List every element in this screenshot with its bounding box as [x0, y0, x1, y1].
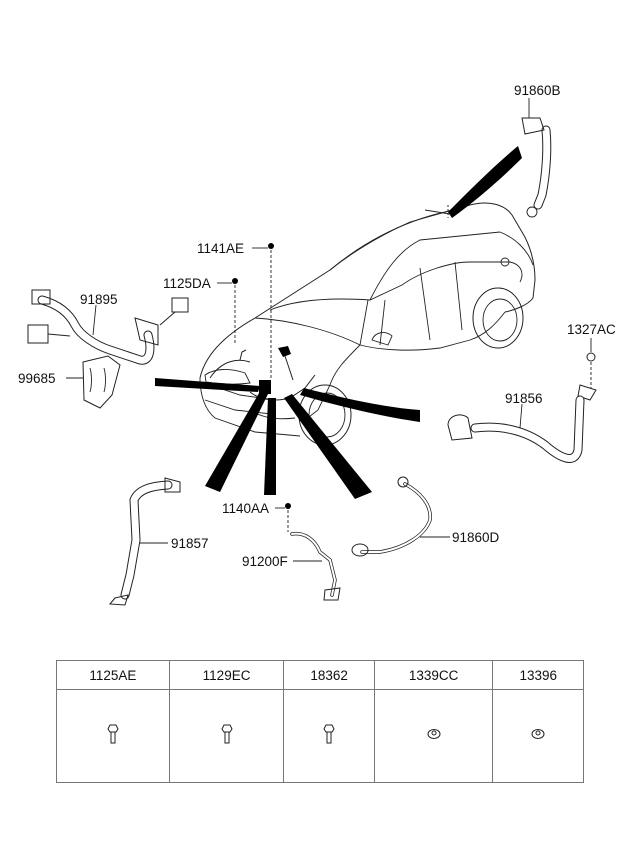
fastener-header: 1339CC [373, 660, 494, 690]
bolts-top [217, 243, 274, 380]
fastener-cell [492, 689, 584, 783]
fastener-cell [168, 689, 285, 783]
cable-91860B [447, 98, 552, 218]
bolt-icon [221, 724, 233, 743]
fastener-header: 13396 [492, 660, 584, 690]
callout-1125DA: 1125DA [163, 276, 211, 291]
callout-91856: 91856 [505, 391, 543, 406]
bolt-icon [323, 724, 335, 743]
cable-91200F [275, 503, 341, 601]
callout-91200F: 91200F [242, 554, 288, 569]
callout-91860B: 91860B [514, 83, 561, 98]
callout-1327AC: 1327AC [567, 322, 616, 337]
pointer-bands [155, 146, 522, 499]
fastener-cell [56, 689, 170, 783]
fastener-image-row [56, 689, 584, 783]
fastener-header-row: 1125AE 1129EC 18362 1339CC 13396 [56, 660, 584, 690]
nut-icon [531, 729, 545, 739]
callout-99685: 99685 [18, 371, 56, 386]
callout-1141AE: 1141AE [197, 241, 245, 256]
nut-icon [427, 729, 441, 739]
fastener-header: 1129EC [168, 660, 285, 690]
callout-91860D: 91860D [452, 530, 500, 545]
harness-91895 [27, 289, 189, 365]
bolt-icon [107, 724, 119, 743]
cable-91860D [351, 476, 450, 557]
car-illustration [27, 98, 597, 606]
callout-91857: 91857 [171, 536, 209, 551]
fastener-cell [373, 689, 494, 783]
fastener-table: 1125AE 1129EC 18362 1339CC 13396 [56, 660, 584, 783]
fastener-cell [283, 689, 375, 783]
cable-91856 [447, 338, 597, 463]
parts-diagram: 91860B 1141AE 1125DA 91895 99685 1327AC … [18, 83, 616, 606]
cover-99685 [66, 355, 121, 409]
fastener-header: 1125AE [56, 660, 170, 690]
fastener-header: 18362 [283, 660, 375, 690]
callout-91895: 91895 [80, 292, 118, 307]
callout-1140AA: 1140AA [222, 501, 270, 516]
cable-91857 [108, 477, 181, 606]
